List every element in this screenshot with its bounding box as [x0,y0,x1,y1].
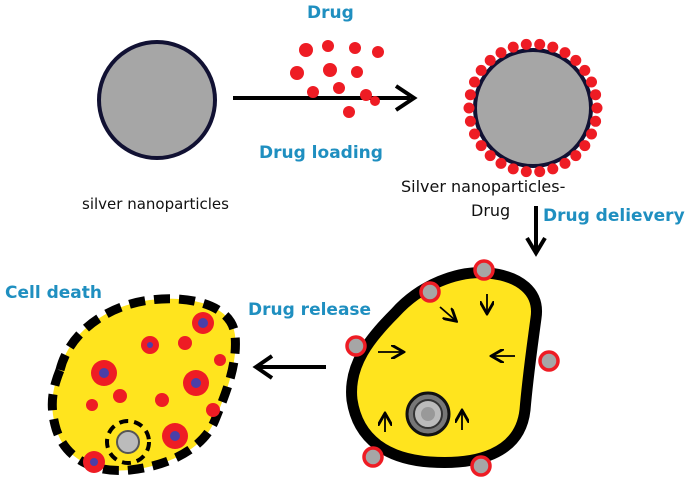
drug-particle [547,41,559,53]
drug-loading-arrow [233,84,418,112]
drug-particle [520,166,532,178]
drug-particle [559,47,571,59]
drug-particle [475,64,487,76]
silver-nanoparticle [97,40,217,160]
drug-particle [464,115,476,127]
drug-particle [579,140,591,152]
cell-death-label: Cell death [5,283,102,303]
drug-particle [495,47,507,59]
silver-drug-label-line2: Drug [471,201,511,220]
drug-delivery-label: Drug delievery [543,206,685,226]
drug-particle [475,140,487,152]
drug-release-arrow [252,354,326,380]
target-cell [345,259,560,477]
drug-loading-label: Drug loading [259,143,383,163]
silver-nanoparticles-label: silver nanoparticles [82,195,229,213]
silver-drug-label-line1: Silver nanoparticles- [401,177,566,196]
drug-particle [579,64,591,76]
drug-label: Drug [307,3,354,23]
drug-particle [547,163,559,175]
drug-particle [463,102,475,114]
drug-particle [484,150,496,162]
drug-particle [534,38,546,50]
uptake-arrows [378,294,515,432]
drug-particle [590,89,602,101]
drug-particle [570,150,582,162]
drug-particle [495,157,507,169]
drug-particle [586,128,597,140]
cell-nucleus [405,391,451,437]
drug-loaded-nanoparticle [463,38,603,178]
drug-release-label: Drug release [248,300,372,320]
drug-particle [484,54,496,66]
drug-particle [469,128,480,140]
drug-particle [590,115,602,127]
bound-nanoparticles [345,259,560,477]
drug-particle [534,166,546,178]
drug-particle [507,163,519,175]
internalized-particles [83,312,226,473]
drug-particle [586,76,597,88]
drug-particle [591,102,603,114]
drug-particle [559,157,571,169]
dying-cell [47,294,240,476]
drug-particle [570,54,582,66]
fragmented-nucleus [105,419,151,465]
drug-particles-cluster [290,40,384,118]
drug-particle [469,76,480,88]
drug-particle [507,41,519,53]
drug-delivery-arrow [525,206,547,257]
drug-particle [464,89,476,101]
drug-particle [520,38,532,50]
